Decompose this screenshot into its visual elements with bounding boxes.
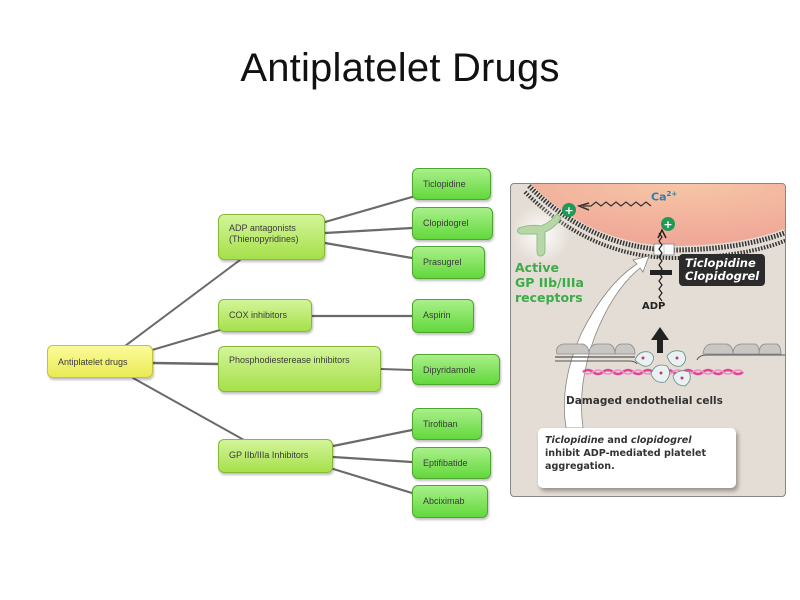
active-receptor-label: Active GP IIb/IIIa receptors	[515, 260, 584, 305]
class-node-cox-inhibitors: COX inhibitors	[218, 299, 312, 332]
callout-line-3: aggregation.	[545, 461, 615, 472]
receptor-label-line: receptors	[515, 290, 583, 305]
connector-root-adp	[124, 259, 241, 347]
drug-label: Clopidogrel	[423, 218, 469, 228]
mechanism-illustration: + +	[510, 183, 786, 497]
illustration-graphics: + +	[511, 184, 785, 429]
plus-icon: +	[661, 217, 675, 231]
drug-label: Abciximab	[423, 496, 465, 506]
gp-receptor-icon	[516, 213, 562, 257]
svg-text:+: +	[663, 218, 672, 231]
drug-tag-line: Clopidogrel	[685, 269, 760, 283]
drug-node-prasugrel: Prasugrel	[412, 246, 485, 279]
callout-drug-1: Ticlopidine	[545, 435, 605, 446]
callout-conj: and	[604, 435, 631, 446]
connector-root-gp	[132, 377, 245, 441]
drug-node-clopidogrel: Clopidogrel	[412, 207, 493, 240]
receptor-label-line: Active	[515, 260, 559, 275]
adp-signal-squiggle	[658, 232, 663, 302]
tissue-label: Damaged endothelial cells	[566, 395, 723, 407]
drug-node-eptifibatide: Eptifibatide	[412, 447, 491, 479]
callout-drug-2: clopidogrel	[630, 435, 692, 446]
root-node: Antiplatelet drugs	[47, 345, 153, 378]
class-label: COX inhibitors	[229, 310, 288, 320]
connector-adp-prasugrel	[323, 241, 414, 260]
receptor-label-line: GP IIb/IIIa	[515, 275, 584, 290]
class-label: GP IIb/IIIa Inhibitors	[229, 450, 309, 460]
endothelial-cells-left	[556, 343, 636, 355]
drug-tag-line: Ticlopidine	[685, 256, 756, 270]
root-label: Antiplatelet drugs	[58, 357, 128, 367]
slide-title: Antiplatelet Drugs	[240, 46, 560, 90]
class-node-adp-antagonists: ADP antagonists (Thienopyridines)	[218, 214, 325, 260]
connector-root-cox	[151, 329, 221, 351]
adp-label: ADP	[642, 301, 666, 312]
connector-pde-dipyridamole	[380, 368, 413, 371]
mechanism-callout: Ticlopidine and clopidogrel inhibit ADP-…	[538, 428, 736, 488]
drug-label: Aspirin	[423, 310, 451, 320]
drug-tag: Ticlopidine Clopidogrel	[679, 254, 766, 286]
inhibition-bar	[650, 270, 672, 275]
connector-root-pde	[151, 361, 221, 366]
callout-pointer-arrow	[563, 255, 650, 429]
connector-gp-abciximab	[328, 466, 414, 495]
drug-label: Ticlopidine	[423, 179, 466, 189]
plus-icon: +	[562, 203, 576, 217]
endothelial-cells-right	[702, 343, 782, 355]
drug-node-ticlopidine: Ticlopidine	[412, 168, 491, 200]
drug-node-tirofiban: Tirofiban	[412, 408, 482, 440]
class-label-sub: (Thienopyridines)	[229, 234, 299, 244]
calcium-signal-arrow	[583, 201, 652, 207]
drug-label: Eptifibatide	[423, 458, 468, 468]
calcium-ion-label: Ca2+	[651, 190, 677, 204]
drug-node-abciximab: Abciximab	[412, 485, 488, 518]
ion-symbol: Ca	[651, 190, 667, 204]
drug-label: Dipyridamole	[423, 365, 476, 375]
class-node-gp-iib-iiia-inhibitors: GP IIb/IIIa Inhibitors	[218, 439, 333, 473]
platelet-interior	[531, 184, 785, 246]
drug-node-dipyridamole: Dipyridamole	[412, 354, 500, 385]
release-arrow-icon	[651, 327, 669, 353]
aggregating-platelets	[634, 350, 691, 387]
svg-text:+: +	[564, 204, 573, 217]
class-node-phosphodiesterase-inhibitors: Phosphodiesterease inhibitors	[218, 346, 381, 392]
callout-line-2: inhibit ADP-mediated platelet	[545, 448, 707, 459]
drug-label: Prasugrel	[423, 257, 462, 267]
connector-gp-tirofiban	[331, 428, 414, 448]
ion-charge: 2+	[666, 190, 678, 198]
drug-node-aspirin: Aspirin	[412, 299, 474, 333]
class-label: Phosphodiesterease inhibitors	[229, 355, 350, 365]
connector-adp-clopidogrel	[323, 226, 414, 235]
connector-gp-eptifibatide	[331, 455, 414, 464]
drug-label: Tirofiban	[423, 419, 458, 429]
callout-line-1: Ticlopidine and clopidogrel	[545, 434, 730, 447]
class-label: ADP antagonists	[229, 223, 296, 233]
connector-adp-ticlopidine	[323, 195, 414, 224]
